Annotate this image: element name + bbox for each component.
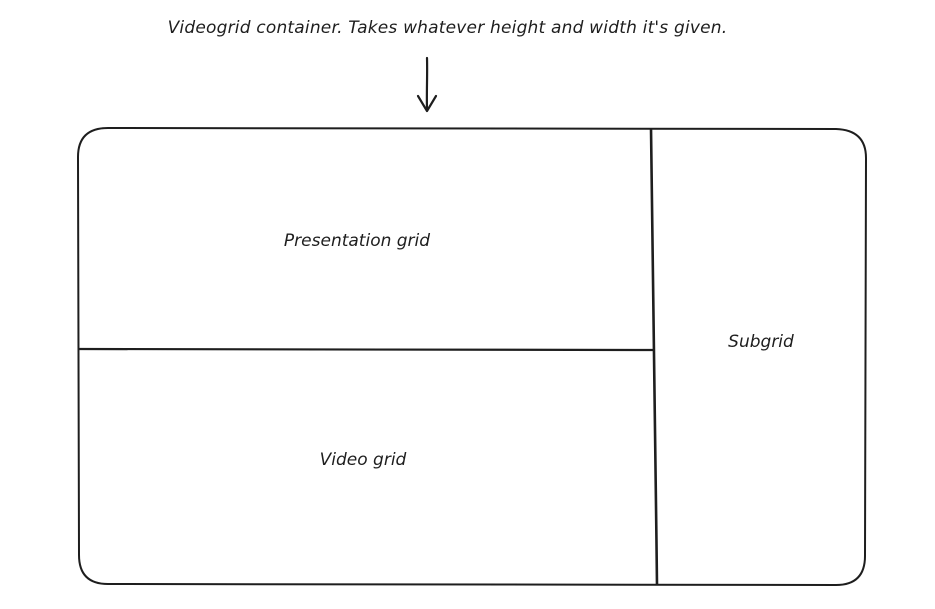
subgrid-divider — [649, 127, 659, 586]
video-grid-label: Video grid — [319, 450, 407, 470]
presentation-grid-label: Presentation grid — [283, 231, 431, 251]
down-arrow-icon — [416, 56, 438, 113]
presentation-video-divider — [77, 347, 656, 352]
subgrid-label: Subgrid — [728, 332, 794, 352]
videogrid-container — [76, 126, 868, 587]
container-annotation: Videogrid container. Takes whatever heig… — [167, 18, 728, 38]
